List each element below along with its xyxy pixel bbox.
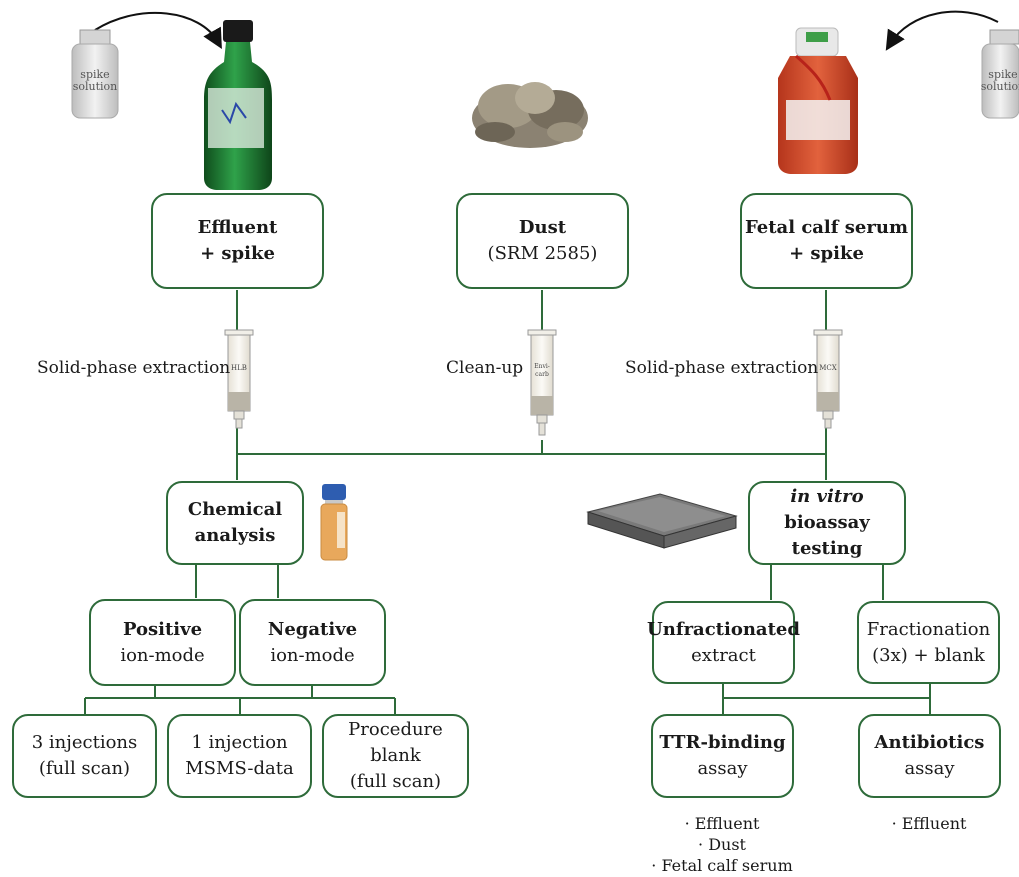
negative-label-1: Negative [267,618,358,640]
ttr-label-1: TTR-binding [659,732,786,753]
unfractionated-box: Unfractionated extract [647,601,800,684]
positive-ion-mode-box: Positive ion-mode [89,599,236,686]
bioassay-label-1: in vitro [790,486,864,507]
chemical-label-2: analysis [194,525,276,546]
one-injection-label-2: MSMS-data [185,758,294,779]
three-injections-box: 3 injections (full scan) [12,714,157,798]
procedure-blank-label-1: Procedure blank [348,719,443,766]
spike-vial-left-icon: spike solution [71,29,119,119]
dust-label-1: Dust [518,217,567,238]
antibiotics-sample-effluent: · Effluent [891,814,967,833]
dust-pile-icon [472,82,588,148]
fractionation-box: Fractionation (3x) + blank [857,601,1000,684]
dust-box: Dust (SRM 2585) [456,193,629,289]
fractionation-label-1: Fractionation [866,618,991,640]
negative-ion-mode-box: Negative ion-mode [239,599,386,686]
well-plate-icon [586,493,738,549]
spike-vial-right-text2: solution [981,80,1019,93]
dust-label-2: (SRM 2585) [487,243,598,264]
step-cleanup: Clean-up [446,358,524,378]
chemical-analysis-box: Chemical analysis [166,481,304,565]
ttr-binding-assay-box: TTR-binding assay [651,714,794,798]
ttr-sample-list: · Effluent · Dust · Fetal calf serum [648,813,796,876]
ttr-label-2: assay [697,758,748,779]
effluent-box: Effluent + spike [151,193,324,289]
chemical-label-1: Chemical [187,499,283,520]
spike-vial-right-text1: spike [988,68,1017,81]
cartridge-middle-text1: Envi- [534,363,550,370]
effluent-label-1: Effluent [197,217,278,238]
serum-box: Fetal calf serum + spike [740,193,913,289]
serum-bottle-icon [778,27,858,174]
three-injections-label-2: (full scan) [38,758,131,779]
spe-cartridge-left-icon: HLB [224,329,254,429]
connector-lines [84,290,931,714]
one-injection-label-1: 1 injection [191,732,288,753]
step-spe-left: Solid-phase extraction [37,358,231,378]
effluent-label-2: + spike [200,243,275,264]
cartridge-right-text: MCX [819,364,837,372]
antibiotics-assay-box: Antibiotics assay [858,714,1001,798]
bioassay-box: in vitro bioassay testing [748,481,906,565]
serum-label-2: + spike [789,243,864,264]
antibiotics-sample-list: · Effluent [855,813,1003,834]
amber-vial-icon [320,484,348,561]
spike-vial-right-icon: spike solution [981,29,1019,119]
cartridge-middle-text2: carb [535,371,549,378]
cleanup-cartridge-icon: Envi- carb [527,329,557,436]
unfractionated-label-1: Unfractionated [647,618,800,640]
arrow-spike-to-serum [885,10,999,51]
serum-label-1: Fetal calf serum [744,217,908,238]
fractionation-label-2: (3x) + blank [872,644,985,666]
cartridge-left-text: HLB [231,364,247,372]
procedure-blank-box: Procedure blank (full scan) [322,714,469,798]
bioassay-label-2: bioassay testing [784,512,870,559]
unfractionated-label-2: extract [691,644,756,666]
step-spe-right: Solid-phase extraction [625,358,819,378]
positive-label-1: Positive [122,618,203,640]
ttr-sample-effluent: · Effluent [684,814,760,833]
arrow-spike-to-effluent [94,11,222,49]
procedure-blank-label-2: (full scan) [349,771,442,792]
negative-label-2: ion-mode [270,644,355,666]
spike-vial-left-text1: spike [80,68,109,81]
three-injections-label-1: 3 injections [31,732,138,753]
positive-label-2: ion-mode [120,644,205,666]
spike-vial-left-text2: solution [73,80,118,93]
antibiotics-label-1: Antibiotics [874,732,985,753]
spe-cartridge-right-icon: MCX [813,329,843,429]
antibiotics-label-2: assay [904,758,955,779]
ttr-sample-dust: · Dust [698,835,746,854]
effluent-bottle-icon [204,20,272,190]
ttr-sample-serum: · Fetal calf serum [651,856,793,875]
